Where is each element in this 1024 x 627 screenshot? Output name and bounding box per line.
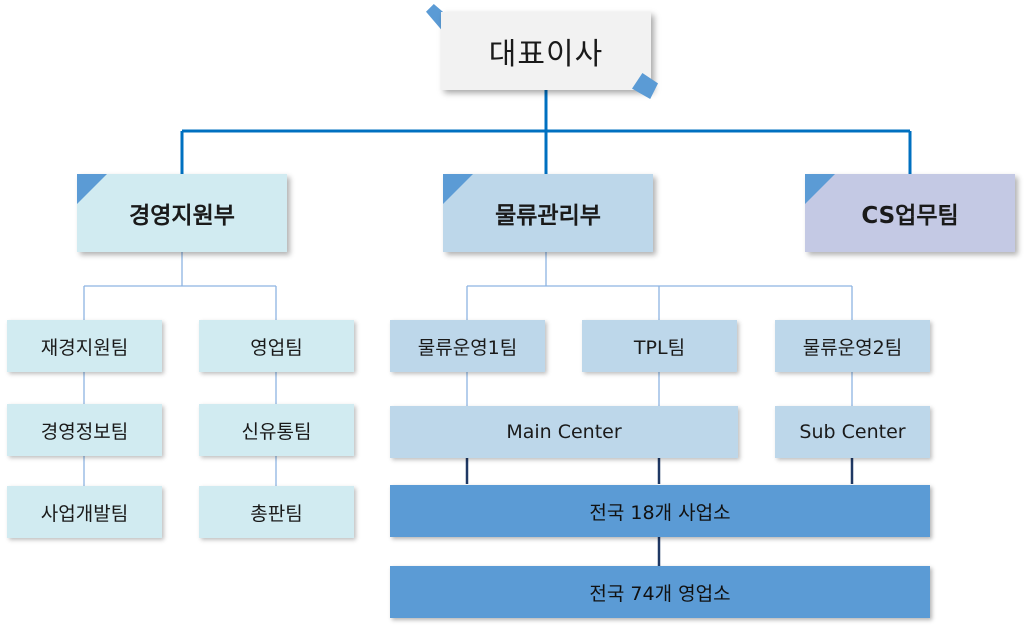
sales-offices-box: 전국 74개 영업소 [390,566,930,618]
corner-triangle-icon [77,174,107,204]
sub-center-box: Sub Center [775,406,930,458]
office-label: 전국 74개 영업소 [589,582,731,605]
team-label: 재경지원팀 [40,336,129,359]
team-box: 영업팀 [199,320,354,372]
ceo-box: 대표이사 [441,12,651,90]
center-label: Main Center [506,421,622,443]
team-box: 총판팀 [199,486,354,538]
dept-management-support: 경영지원부 [77,174,287,252]
dept-cs: CS업무팀 [805,174,1015,252]
main-center-box: Main Center [390,406,738,458]
center-label: Sub Center [799,421,906,443]
team-label: 총판팀 [250,502,303,525]
team-label: 물류운영1팀 [417,336,518,359]
team-label: 경영정보팀 [40,420,129,443]
team-box: 사업개발팀 [7,486,162,538]
team-label: 사업개발팀 [40,502,129,525]
team-box: 신유통팀 [199,404,354,456]
corner-triangle-icon [805,174,835,204]
team-box: TPL팀 [582,320,737,372]
office-label: 전국 18개 사업소 [589,501,731,524]
ceo-label: 대표이사 [488,37,604,72]
team-label: 영업팀 [250,336,303,359]
dept-logistics: 물류관리부 [443,174,653,252]
business-offices-box: 전국 18개 사업소 [390,485,930,537]
team-box: 물류운영2팀 [775,320,930,372]
team-label: TPL팀 [633,336,686,359]
team-label: 물류운영2팀 [802,336,903,359]
team-box: 재경지원팀 [7,320,162,372]
dept-label: CS업무팀 [861,203,959,229]
team-label: 신유통팀 [241,420,312,443]
corner-triangle-icon [443,174,473,204]
dept-label: 물류관리부 [495,203,601,229]
dept-label: 경영지원부 [129,203,235,229]
team-box: 경영정보팀 [7,404,162,456]
team-box: 물류운영1팀 [390,320,545,372]
